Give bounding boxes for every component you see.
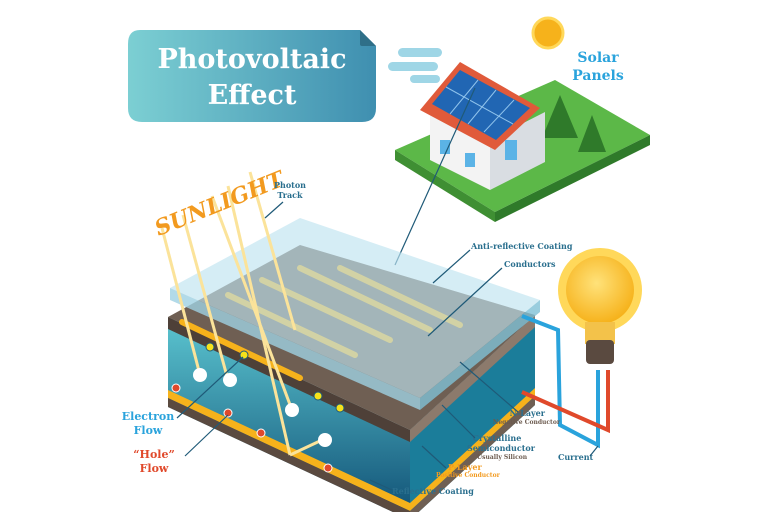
crystalline-label-1: Crystalline xyxy=(473,433,522,443)
current-label: Current xyxy=(558,452,594,462)
anti-reflective-label: Anti-reflective Coating xyxy=(470,241,573,251)
sunlight-label: SUNLIGHT xyxy=(151,166,289,242)
zoom-leader-line xyxy=(394,87,476,266)
photon-track-label-1: Photon xyxy=(274,180,306,190)
solar-cell-block xyxy=(160,171,540,512)
n-layer-side xyxy=(168,317,410,442)
hole-flow-label-2: Flow xyxy=(140,462,169,475)
solar-panels-label-2: Panels xyxy=(572,68,624,84)
title-line1: Photovoltaic xyxy=(157,44,346,75)
sun-icon xyxy=(531,16,565,50)
p-layer-sublabel: Positive Conductor xyxy=(436,472,501,479)
electron-flow-label-2: Flow xyxy=(134,424,163,437)
n-layer-label: N-Layer xyxy=(510,408,546,418)
wire-positive xyxy=(521,370,610,434)
title-line2: Effect xyxy=(208,80,297,111)
house-with-solar-panels xyxy=(395,62,650,222)
photon-track-label-2: Track xyxy=(277,190,303,200)
hole-flow-label-1: “Hole” xyxy=(133,448,175,461)
crystalline-sublabel: Usually Silicon xyxy=(477,454,528,461)
conductors-label: Conductors xyxy=(504,259,556,269)
electron-icons xyxy=(205,342,345,413)
cloud-icon xyxy=(388,48,442,83)
photon-burst-icons xyxy=(193,368,332,447)
sunlight-rays xyxy=(160,171,323,457)
p-layer-label: P-Layer xyxy=(448,462,482,472)
hole-icons xyxy=(171,383,333,473)
n-layer-sublabel: Negative Conductor xyxy=(493,419,561,426)
light-bulb-icon xyxy=(558,248,642,364)
wire-negative xyxy=(521,314,600,449)
solar-panels-label-1: Solar xyxy=(577,50,619,66)
crystalline-label-2: Semiconductor xyxy=(467,443,536,453)
anti-reflective-glass xyxy=(170,218,540,398)
reflective-coating-label: Reflective Coating xyxy=(392,486,474,496)
title-banner: Photovoltaic Effect xyxy=(128,30,376,122)
electron-flow-label-1: Electron xyxy=(122,410,174,423)
